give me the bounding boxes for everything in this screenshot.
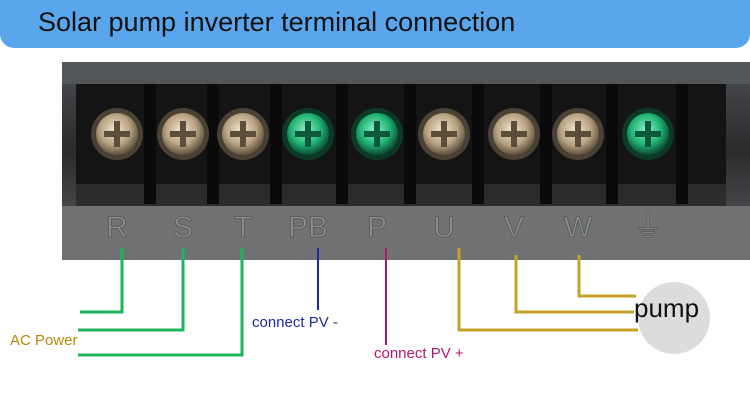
- title-bar: Solar pump inverter terminal connection: [0, 0, 750, 48]
- page-title: Solar pump inverter terminal connection: [38, 7, 516, 37]
- wire-v: [514, 255, 634, 314]
- terminal-labels: R S T PB P U V W ⏚: [106, 211, 664, 245]
- terminal-dividers: [144, 84, 688, 204]
- terminal-label: V: [504, 211, 524, 244]
- terminal-divider: [404, 84, 416, 204]
- terminal-label: T: [234, 211, 252, 244]
- terminal-label: R: [106, 211, 128, 244]
- wire-t: [78, 248, 244, 357]
- terminal-screw: [217, 108, 269, 160]
- terminal-block-photo: R S T PB P U V W ⏚: [62, 62, 750, 260]
- terminal-label: U: [433, 211, 455, 244]
- terminal-divider: [676, 84, 688, 204]
- terminal-label: PB: [288, 211, 328, 244]
- terminal-screw: [552, 108, 604, 160]
- terminal-label: ⏚: [633, 211, 663, 244]
- terminal-screw: [157, 108, 209, 160]
- terminal-divider: [540, 84, 552, 204]
- terminal-divider: [144, 84, 156, 204]
- terminal-divider: [606, 84, 618, 204]
- terminal-divider: [472, 84, 484, 204]
- terminal-screws: [91, 108, 674, 160]
- terminal-screw: [418, 108, 470, 160]
- terminal-label: P: [367, 211, 387, 244]
- terminal-divider: [336, 84, 348, 204]
- terminal-screw: [622, 108, 674, 160]
- terminal-label: W: [564, 211, 593, 244]
- terminal-label: S: [173, 211, 193, 244]
- terminal-divider: [207, 84, 219, 204]
- terminal-divider: [270, 84, 282, 204]
- terminal-screw: [488, 108, 540, 160]
- connect-pv-positive-label: connect PV +: [374, 345, 464, 362]
- pump-label: pump: [634, 293, 700, 323]
- terminal-screw: [91, 108, 143, 160]
- wire-u: [457, 248, 638, 332]
- terminal-screw: [351, 108, 403, 160]
- connect-pv-negative-label: connect PV -: [252, 314, 338, 331]
- terminal-screw: [282, 108, 334, 160]
- ac-power-label: AC Power: [10, 332, 78, 349]
- pump-circle: [638, 282, 710, 354]
- wire-s: [78, 248, 185, 332]
- wire-w: [577, 255, 636, 298]
